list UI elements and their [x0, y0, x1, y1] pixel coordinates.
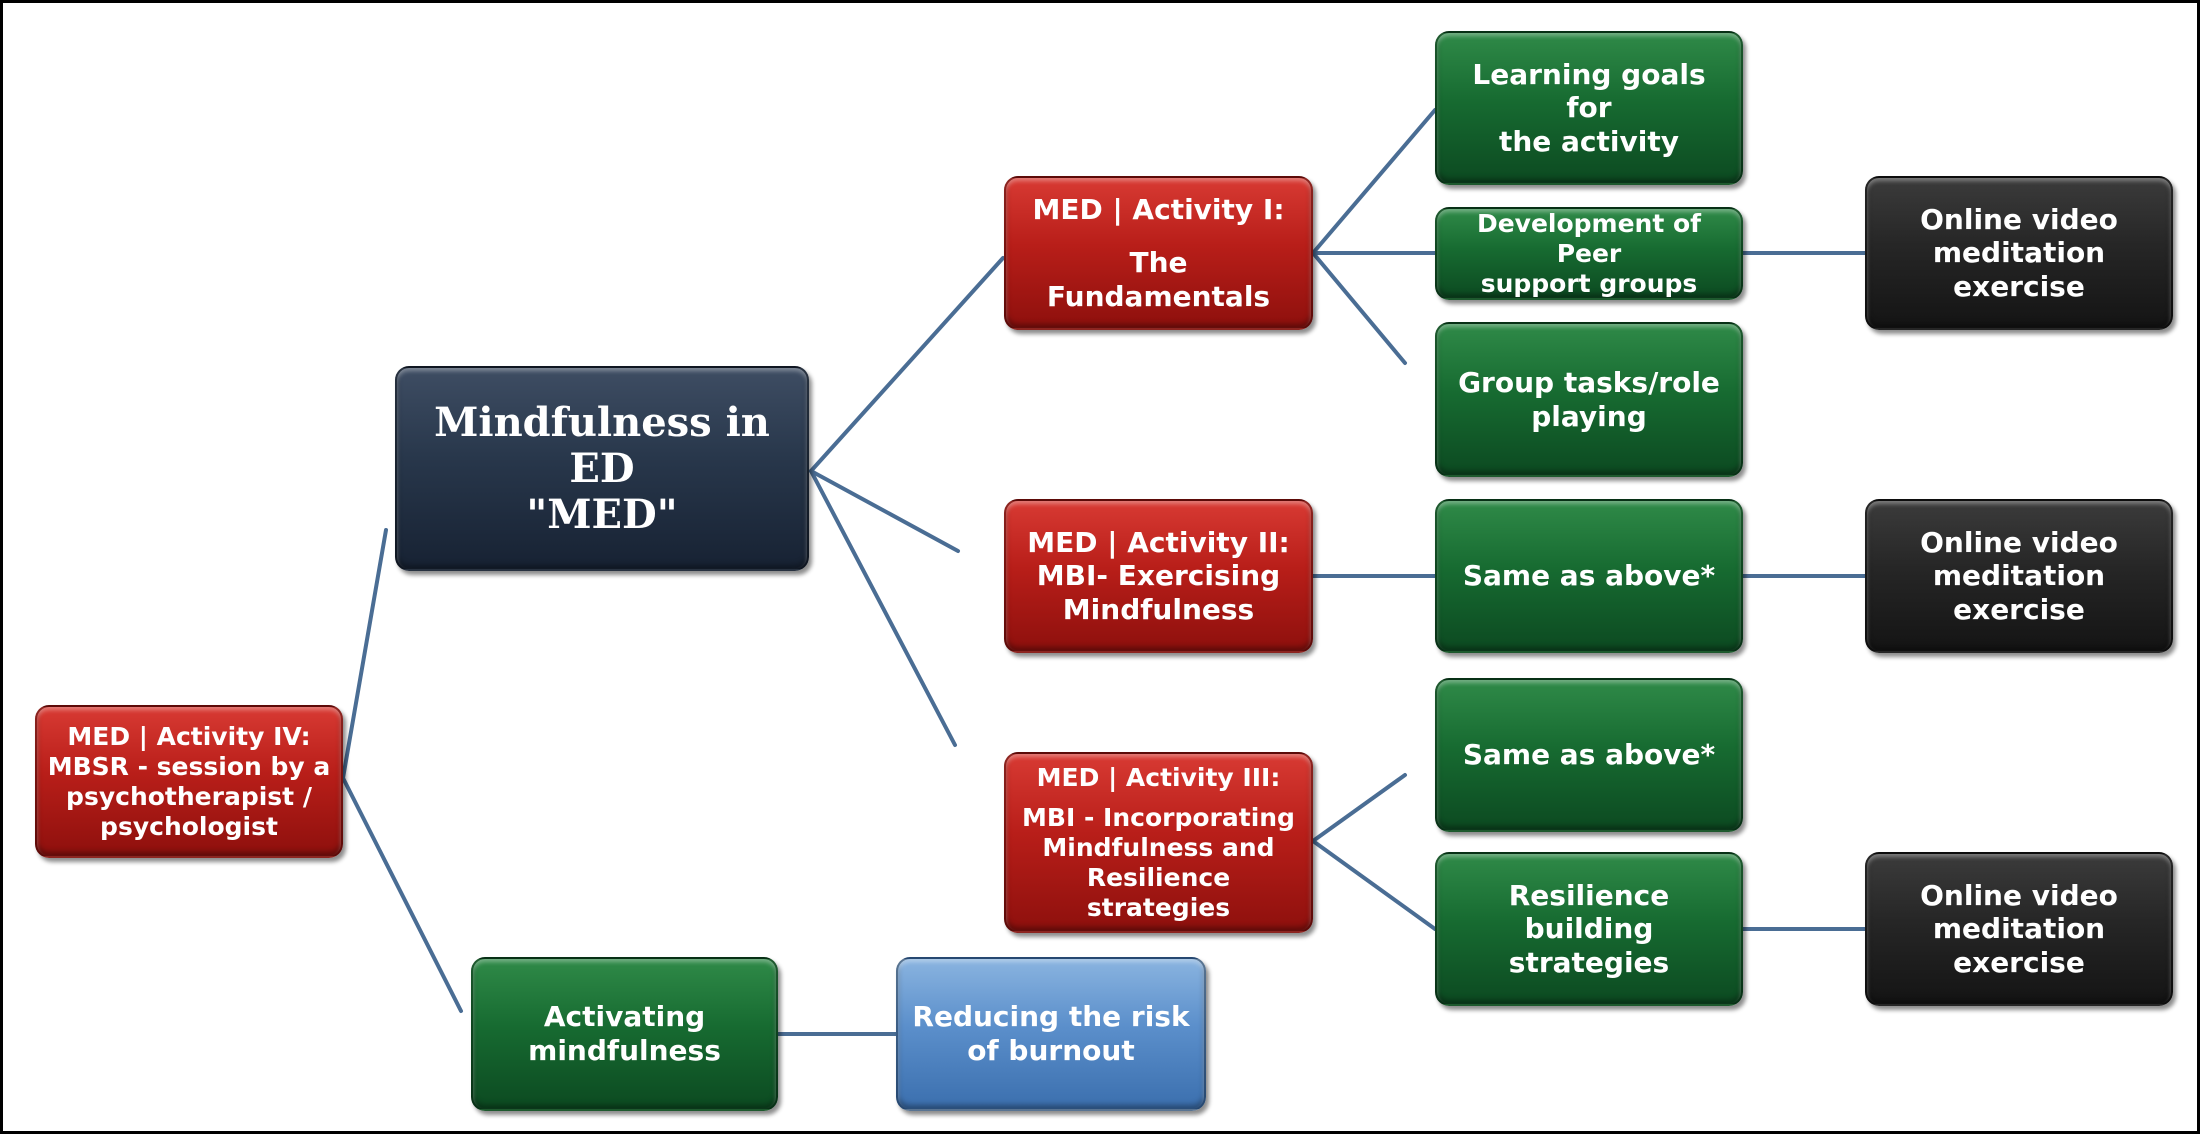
activity3-node: MED | Activity III: MBI - Incorporating …	[1004, 752, 1313, 933]
video2-line-3: exercise	[1953, 592, 2085, 626]
video2-line-1: Online video	[1920, 525, 2118, 559]
activity2-node: MED | Activity II: MBI- Exercising Mindf…	[1004, 499, 1313, 653]
activity1-line-1: MED | Activity I:	[1032, 192, 1285, 226]
activity4-node: MED | Activity IV: MBSR - session by a p…	[35, 705, 343, 858]
resilience-building-node: Resilience building strategies	[1435, 852, 1743, 1006]
connector-activity3-to-same-above2	[1311, 773, 1407, 843]
connector-main-to-activity3	[809, 469, 957, 747]
group-tasks-line-1: Group tasks/role	[1458, 365, 1720, 399]
activity3-line-1: MED | Activity III:	[1036, 762, 1281, 792]
learning-goals-node: Learning goals for the activity	[1435, 31, 1743, 185]
activity3-line-2: MBI - Incorporating	[1022, 802, 1295, 832]
video2-line-2: meditation	[1932, 559, 2106, 593]
connector-activity1-to-learning-goals	[1311, 108, 1437, 255]
activating-line-1: Activating	[543, 1000, 706, 1034]
connector-main-to-activity2	[809, 469, 960, 553]
connector-lines	[341, 108, 1867, 1036]
online-video-node-1: Online video meditation exercise	[1865, 176, 2173, 330]
learning-goals-line-2: the activity	[1498, 124, 1680, 158]
main-node-line-1: Mindfulness in ED	[434, 398, 770, 492]
group-tasks-line-2: playing	[1531, 399, 1647, 433]
peer-support-node: Development of Peer support groups	[1435, 207, 1743, 300]
same-as-above-node-1: Same as above*	[1435, 499, 1743, 653]
same-as-above-1-line: Same as above*	[1462, 559, 1716, 593]
video1-line-2: meditation	[1932, 236, 2106, 270]
video3-line-3: exercise	[1953, 945, 2085, 979]
activity4-line-2: MBSR - session by a	[47, 751, 331, 781]
group-tasks-node: Group tasks/role playing	[1435, 322, 1743, 477]
learning-goals-line-1: Learning goals for	[1472, 57, 1706, 125]
same-as-above-node-2: Same as above*	[1435, 678, 1743, 832]
activity2-line-3: Mindfulness	[1062, 592, 1255, 626]
activity3-line-3: Mindfulness and	[1042, 832, 1275, 862]
video1-line-3: exercise	[1953, 269, 2085, 303]
main-node-mindfulness-in-ed: Mindfulness in ED "MED"	[395, 366, 809, 571]
activity4-line-3: psychotherapist /	[66, 781, 312, 811]
peer-support-line-2: support groups	[1480, 268, 1698, 298]
burnout-line-2: of burnout	[967, 1034, 1135, 1067]
connector-main-to-activity1	[809, 256, 1005, 473]
main-node-line-2: "MED"	[526, 490, 678, 538]
online-video-node-2: Online video meditation exercise	[1865, 499, 2173, 653]
activity2-line-1: MED | Activity II:	[1027, 525, 1290, 559]
activity1-line-2: The Fundamentals	[1046, 246, 1271, 313]
connector-activity4-to-activating	[341, 776, 463, 1013]
activity4-line-4: psychologist	[100, 811, 278, 841]
online-video-node-3: Online video meditation exercise	[1865, 852, 2173, 1006]
burnout-line-1: Reducing the risk	[912, 1000, 1190, 1034]
activity3-line-4: Resilience strategies	[1086, 862, 1231, 922]
video3-line-2: meditation	[1932, 912, 2106, 946]
reducing-burnout-node: Reducing the risk of burnout	[896, 957, 1206, 1111]
peer-support-line-1: Development of Peer	[1476, 208, 1702, 268]
video3-line-1: Online video	[1920, 878, 2118, 912]
activating-line-2: mindfulness	[528, 1034, 721, 1067]
video1-line-1: Online video	[1920, 202, 2118, 236]
activity1-node: MED | Activity I: The Fundamentals	[1004, 176, 1313, 330]
activity2-line-2: MBI- Exercising	[1036, 559, 1281, 593]
connector-activity1-to-group-tasks	[1311, 251, 1407, 365]
activating-mindfulness-node: Activating mindfulness	[471, 957, 778, 1111]
connector-activity4-to-main	[341, 528, 388, 780]
resilience-line-2: strategies	[1508, 945, 1670, 979]
activity4-line-1: MED | Activity IV:	[67, 721, 311, 751]
same-as-above-2-line: Same as above*	[1462, 738, 1716, 772]
connector-activity3-to-resilience	[1311, 839, 1437, 931]
resilience-line-1: Resilience building	[1508, 878, 1670, 946]
